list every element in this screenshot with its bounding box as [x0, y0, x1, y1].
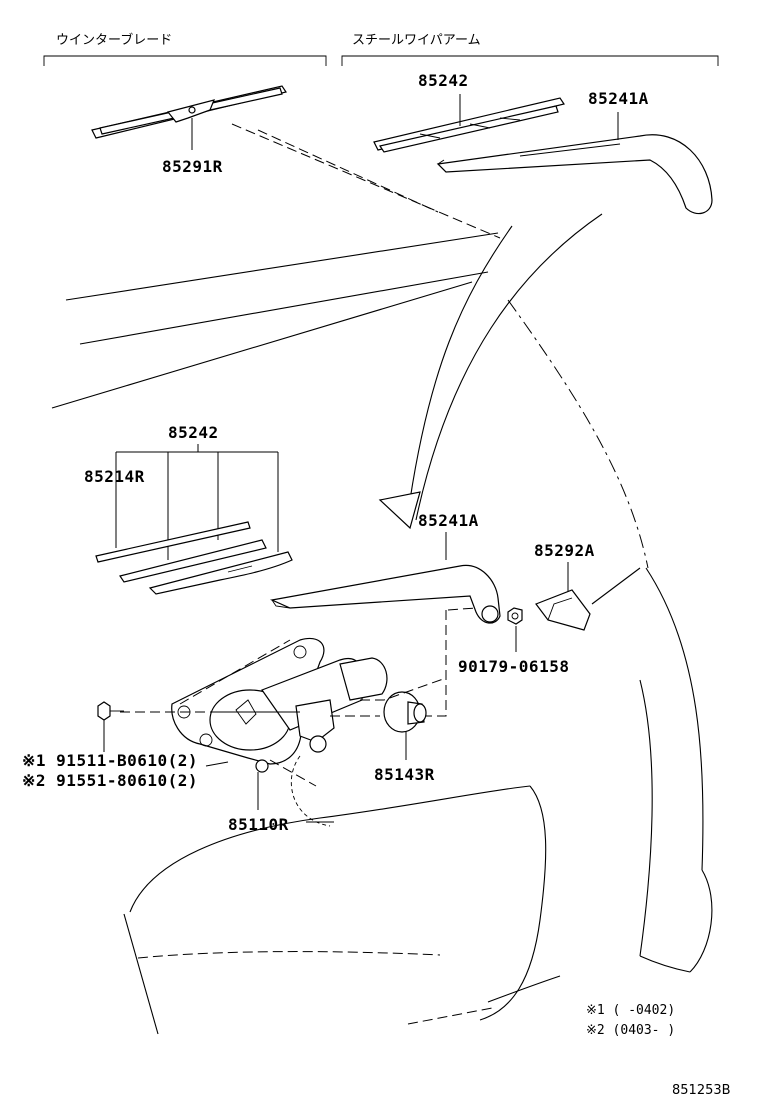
header-bracket-winter [43, 55, 327, 66]
note-2: ※2 (0403- ) [586, 1023, 675, 1038]
label-85292A: 85292A [534, 541, 595, 560]
label-90179-06158: 90179-06158 [458, 657, 569, 676]
header-winter-blade: ウインターブレード [56, 32, 172, 48]
grommet-85143R [383, 691, 427, 760]
label-85242-mid: 85242 [168, 423, 219, 442]
label-85110R: 85110R [228, 815, 289, 834]
wiper-blade-85242-mid [95, 521, 293, 595]
wiper-arm-85241A-mid [269, 564, 501, 624]
label-91511-B0610: ※1 91511-B0610(2) [22, 751, 198, 770]
header-bracket-steel [341, 55, 719, 66]
assembly-arrow [378, 213, 603, 530]
head-cover-85292A [535, 589, 591, 631]
winter-blade-85291R [91, 85, 287, 150]
bolt-91511-91551 [97, 701, 124, 752]
label-85241A-top: 85241A [588, 89, 649, 108]
label-85214R: 85214R [84, 467, 145, 486]
header-steel-wiper-arm: スチールワイパアーム [352, 33, 481, 48]
wiper-blade-85242-top [373, 94, 565, 153]
label-91551-80610: ※2 91551-80610(2) [22, 771, 198, 790]
label-85241A-mid: 85241A [418, 511, 479, 530]
assembly-guides [120, 607, 477, 787]
nut-90179 [507, 607, 523, 652]
wiper-motor-85110R [171, 637, 388, 773]
wiper-arm-85241A-top [436, 112, 713, 215]
label-85242-top: 85242 [418, 71, 469, 90]
label-85291R: 85291R [162, 157, 223, 176]
note-1: ※1 ( -0402) [586, 1003, 675, 1018]
label-85143R: 85143R [374, 765, 435, 784]
figure-id: 851253B [672, 1083, 731, 1098]
vehicle-outline [51, 123, 713, 1035]
